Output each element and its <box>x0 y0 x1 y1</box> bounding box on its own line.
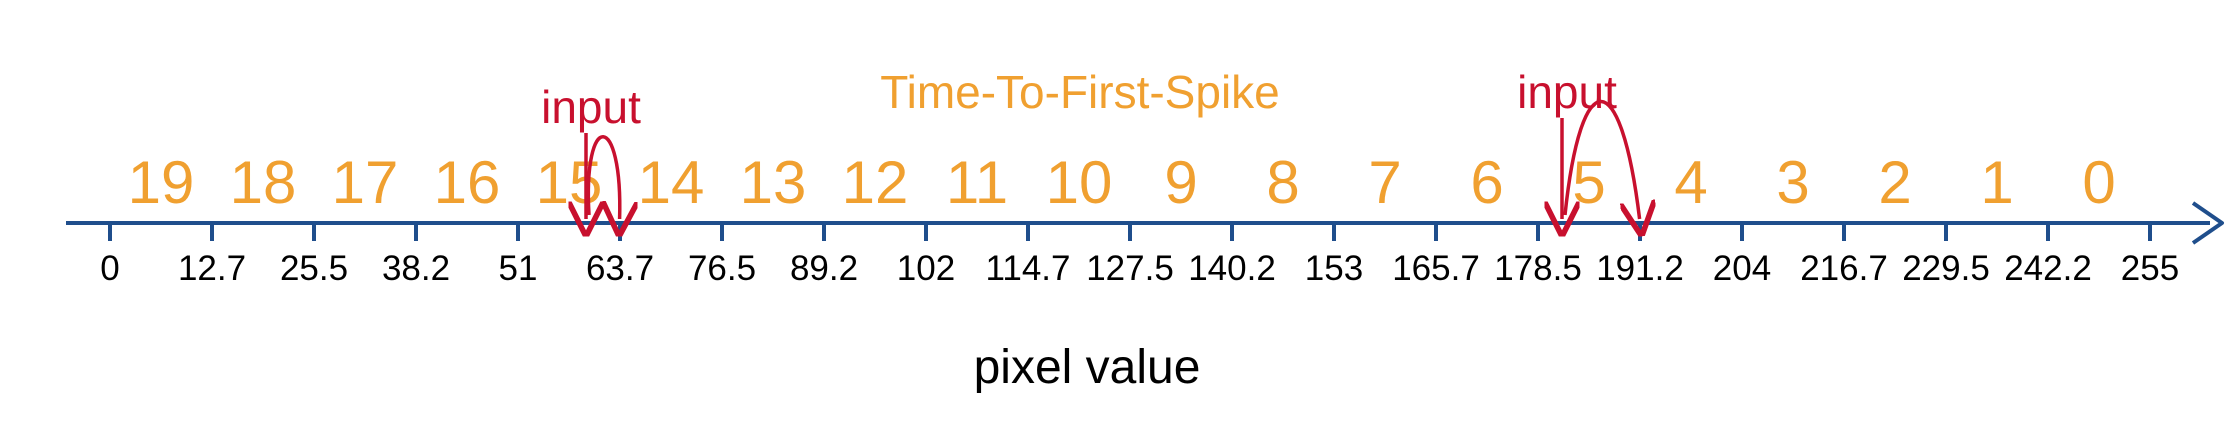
axis-arrowhead <box>2191 201 2224 245</box>
tick-label: 51 <box>499 249 538 288</box>
tick-label: 140.2 <box>1188 249 1276 288</box>
tick-label: 165.7 <box>1392 249 1480 288</box>
spike-time-label: 8 <box>1266 149 1299 216</box>
tick-label: 127.5 <box>1086 249 1174 288</box>
axis-ticks <box>108 223 2152 241</box>
tick-label: 191.2 <box>1596 249 1684 288</box>
spike-time-label: 16 <box>434 149 501 216</box>
input-annotations: input input <box>541 66 1639 219</box>
tick-label: 178.5 <box>1494 249 1582 288</box>
spike-time-label: 1 <box>1980 149 2013 216</box>
spike-time-label: 0 <box>2082 149 2115 216</box>
tick-label: 38.2 <box>382 249 450 288</box>
spike-time-label: 2 <box>1878 149 1911 216</box>
spike-time-label: 11 <box>946 149 1008 216</box>
tick-label: 255 <box>2121 249 2179 288</box>
tick-label: 63.7 <box>586 249 654 288</box>
tick-label: 153 <box>1305 249 1363 288</box>
spike-time-label: 12 <box>842 149 909 216</box>
spike-time-label: 3 <box>1776 149 1809 216</box>
spike-time-label: 4 <box>1674 149 1707 216</box>
tick-label: 89.2 <box>790 249 858 288</box>
spike-time-label: 17 <box>332 149 399 216</box>
input-label: input <box>1517 66 1617 118</box>
tick-label: 204 <box>1713 249 1771 288</box>
rounding-arrow <box>1563 99 1640 219</box>
diagram-title: Time-To-First-Spike <box>880 66 1280 118</box>
rounding-arrow <box>586 135 619 219</box>
spike-time-label: 7 <box>1368 149 1401 216</box>
spike-time-label: 10 <box>1046 149 1113 216</box>
tick-label: 242.2 <box>2004 249 2092 288</box>
tick-label: 0 <box>100 249 119 288</box>
input-label: input <box>541 81 641 133</box>
tick-label: 114.7 <box>986 249 1071 288</box>
spike-time-label: 5 <box>1572 149 1605 216</box>
tick-label: 12.7 <box>178 249 246 288</box>
spike-time-label: 9 <box>1164 149 1197 216</box>
tick-label: 25.5 <box>280 249 348 288</box>
tick-labels: 0 12.7 25.5 38.2 51 63.7 76.5 89.2 102 114.7 127.5… <box>100 249 2179 288</box>
spike-time-label: 19 <box>128 149 195 216</box>
tick-label: 229.5 <box>1902 249 1990 288</box>
tick-label: 76.5 <box>688 249 756 288</box>
tick-label: 102 <box>897 249 955 288</box>
axis-label: pixel value <box>974 341 1201 394</box>
spike-time-label: 6 <box>1470 149 1503 216</box>
tick-label: 216.7 <box>1800 249 1888 288</box>
spike-time-label: 18 <box>230 149 297 216</box>
spike-time-label: 14 <box>638 149 705 216</box>
spike-time-label: 13 <box>740 149 807 216</box>
